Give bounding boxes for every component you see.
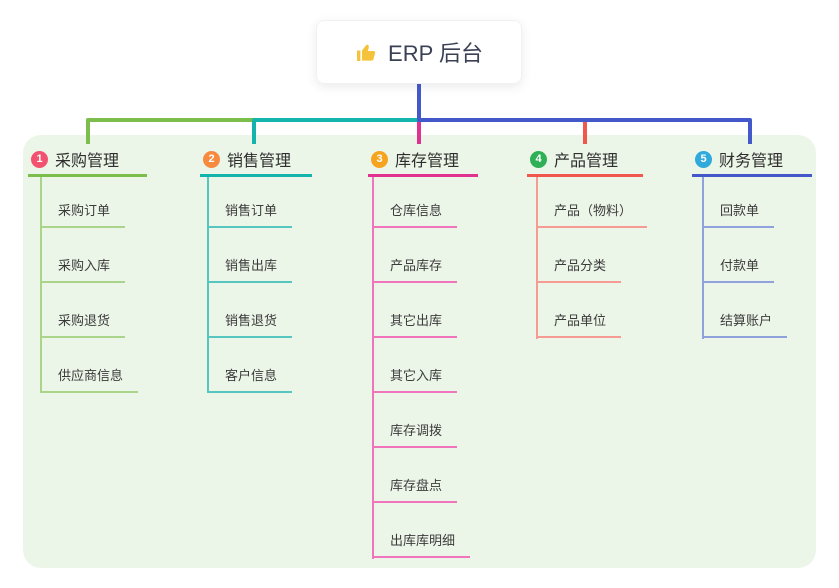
child-label: 销售出库 <box>225 258 278 273</box>
child-label: 产品库存 <box>390 258 443 273</box>
branch-label: 产品管理 <box>554 153 619 170</box>
mindmap-child-node[interactable]: 销售出库 <box>207 228 293 283</box>
mindmap-child-node[interactable]: 其它入库 <box>372 338 458 393</box>
child-label: 结算账户 <box>720 313 773 328</box>
branch-label: 财务管理 <box>719 153 784 170</box>
branch-number-badge: 2 <box>203 150 220 168</box>
mindmap-child-node[interactable]: 库存调拨 <box>372 393 458 448</box>
mindmap-child-node[interactable]: 付款单 <box>702 228 775 283</box>
root-title: ERP 后台 <box>388 41 483 66</box>
child-label: 产品分类 <box>554 258 607 273</box>
branch-node[interactable]: 2 销售管理 <box>200 148 312 177</box>
branch-number-badge: 5 <box>695 150 712 168</box>
mindmap-child-node[interactable]: 产品分类 <box>536 228 622 283</box>
child-label: 客户信息 <box>225 368 278 383</box>
child-label: 库存调拨 <box>390 423 443 438</box>
child-label: 库存盘点 <box>390 478 443 493</box>
mindmap-child-node[interactable]: 采购退货 <box>40 283 126 338</box>
branch-trunk-line <box>536 177 538 339</box>
thumbs-up-icon <box>355 40 379 64</box>
mindmap-child-node[interactable]: 产品单位 <box>536 283 622 338</box>
branch-trunk-line <box>372 177 374 559</box>
mindmap-child-node[interactable]: 产品（物料） <box>536 173 648 228</box>
child-label: 采购退货 <box>58 313 111 328</box>
child-label: 产品（物料） <box>554 203 633 218</box>
mindmap-child-node[interactable]: 回款单 <box>702 173 775 228</box>
child-label: 销售退货 <box>225 313 278 328</box>
branch-number-badge: 4 <box>530 150 547 168</box>
mindmap-child-node[interactable]: 销售订单 <box>207 173 293 228</box>
mindmap-canvas <box>23 135 816 568</box>
child-label: 付款单 <box>720 258 760 273</box>
branch-label: 销售管理 <box>227 153 292 170</box>
branch-trunk-line <box>40 177 42 393</box>
branch-trunk-line <box>207 177 209 393</box>
child-label: 其它出库 <box>390 313 443 328</box>
mindmap-child-node[interactable]: 结算账户 <box>702 283 788 338</box>
child-label: 销售订单 <box>225 203 278 218</box>
branch-node[interactable]: 5 财务管理 <box>692 148 812 177</box>
branch-number-badge: 1 <box>31 150 48 168</box>
child-label: 仓库信息 <box>390 203 443 218</box>
mindmap-child-node[interactable]: 出库库明细 <box>372 503 471 558</box>
mindmap-child-node[interactable]: 采购入库 <box>40 228 126 283</box>
mindmap-child-node[interactable]: 采购订单 <box>40 173 126 228</box>
mindmap-child-node[interactable]: 库存盘点 <box>372 448 458 503</box>
child-label: 产品单位 <box>554 313 607 328</box>
branch-label: 采购管理 <box>55 153 120 170</box>
branch-label: 库存管理 <box>395 153 460 170</box>
mindmap-child-node[interactable]: 仓库信息 <box>372 173 458 228</box>
child-label: 供应商信息 <box>58 368 124 383</box>
branch-trunk-line <box>702 177 704 339</box>
child-label: 其它入库 <box>390 368 443 383</box>
child-label: 回款单 <box>720 203 760 218</box>
branch-node[interactable]: 4 产品管理 <box>527 148 643 177</box>
mindmap-child-node[interactable]: 客户信息 <box>207 338 293 393</box>
child-label: 出库库明细 <box>390 533 456 548</box>
branch-number-badge: 3 <box>371 150 388 168</box>
mindmap-child-node[interactable]: 产品库存 <box>372 228 458 283</box>
child-label: 采购入库 <box>58 258 111 273</box>
mindmap-child-node[interactable]: 其它出库 <box>372 283 458 338</box>
branch-node[interactable]: 1 采购管理 <box>28 148 147 177</box>
child-label: 采购订单 <box>58 203 111 218</box>
root-node[interactable]: ERP 后台 <box>316 20 522 84</box>
branch-node[interactable]: 3 库存管理 <box>368 148 478 177</box>
mindmap-child-node[interactable]: 销售退货 <box>207 283 293 338</box>
mindmap-child-node[interactable]: 供应商信息 <box>40 338 139 393</box>
